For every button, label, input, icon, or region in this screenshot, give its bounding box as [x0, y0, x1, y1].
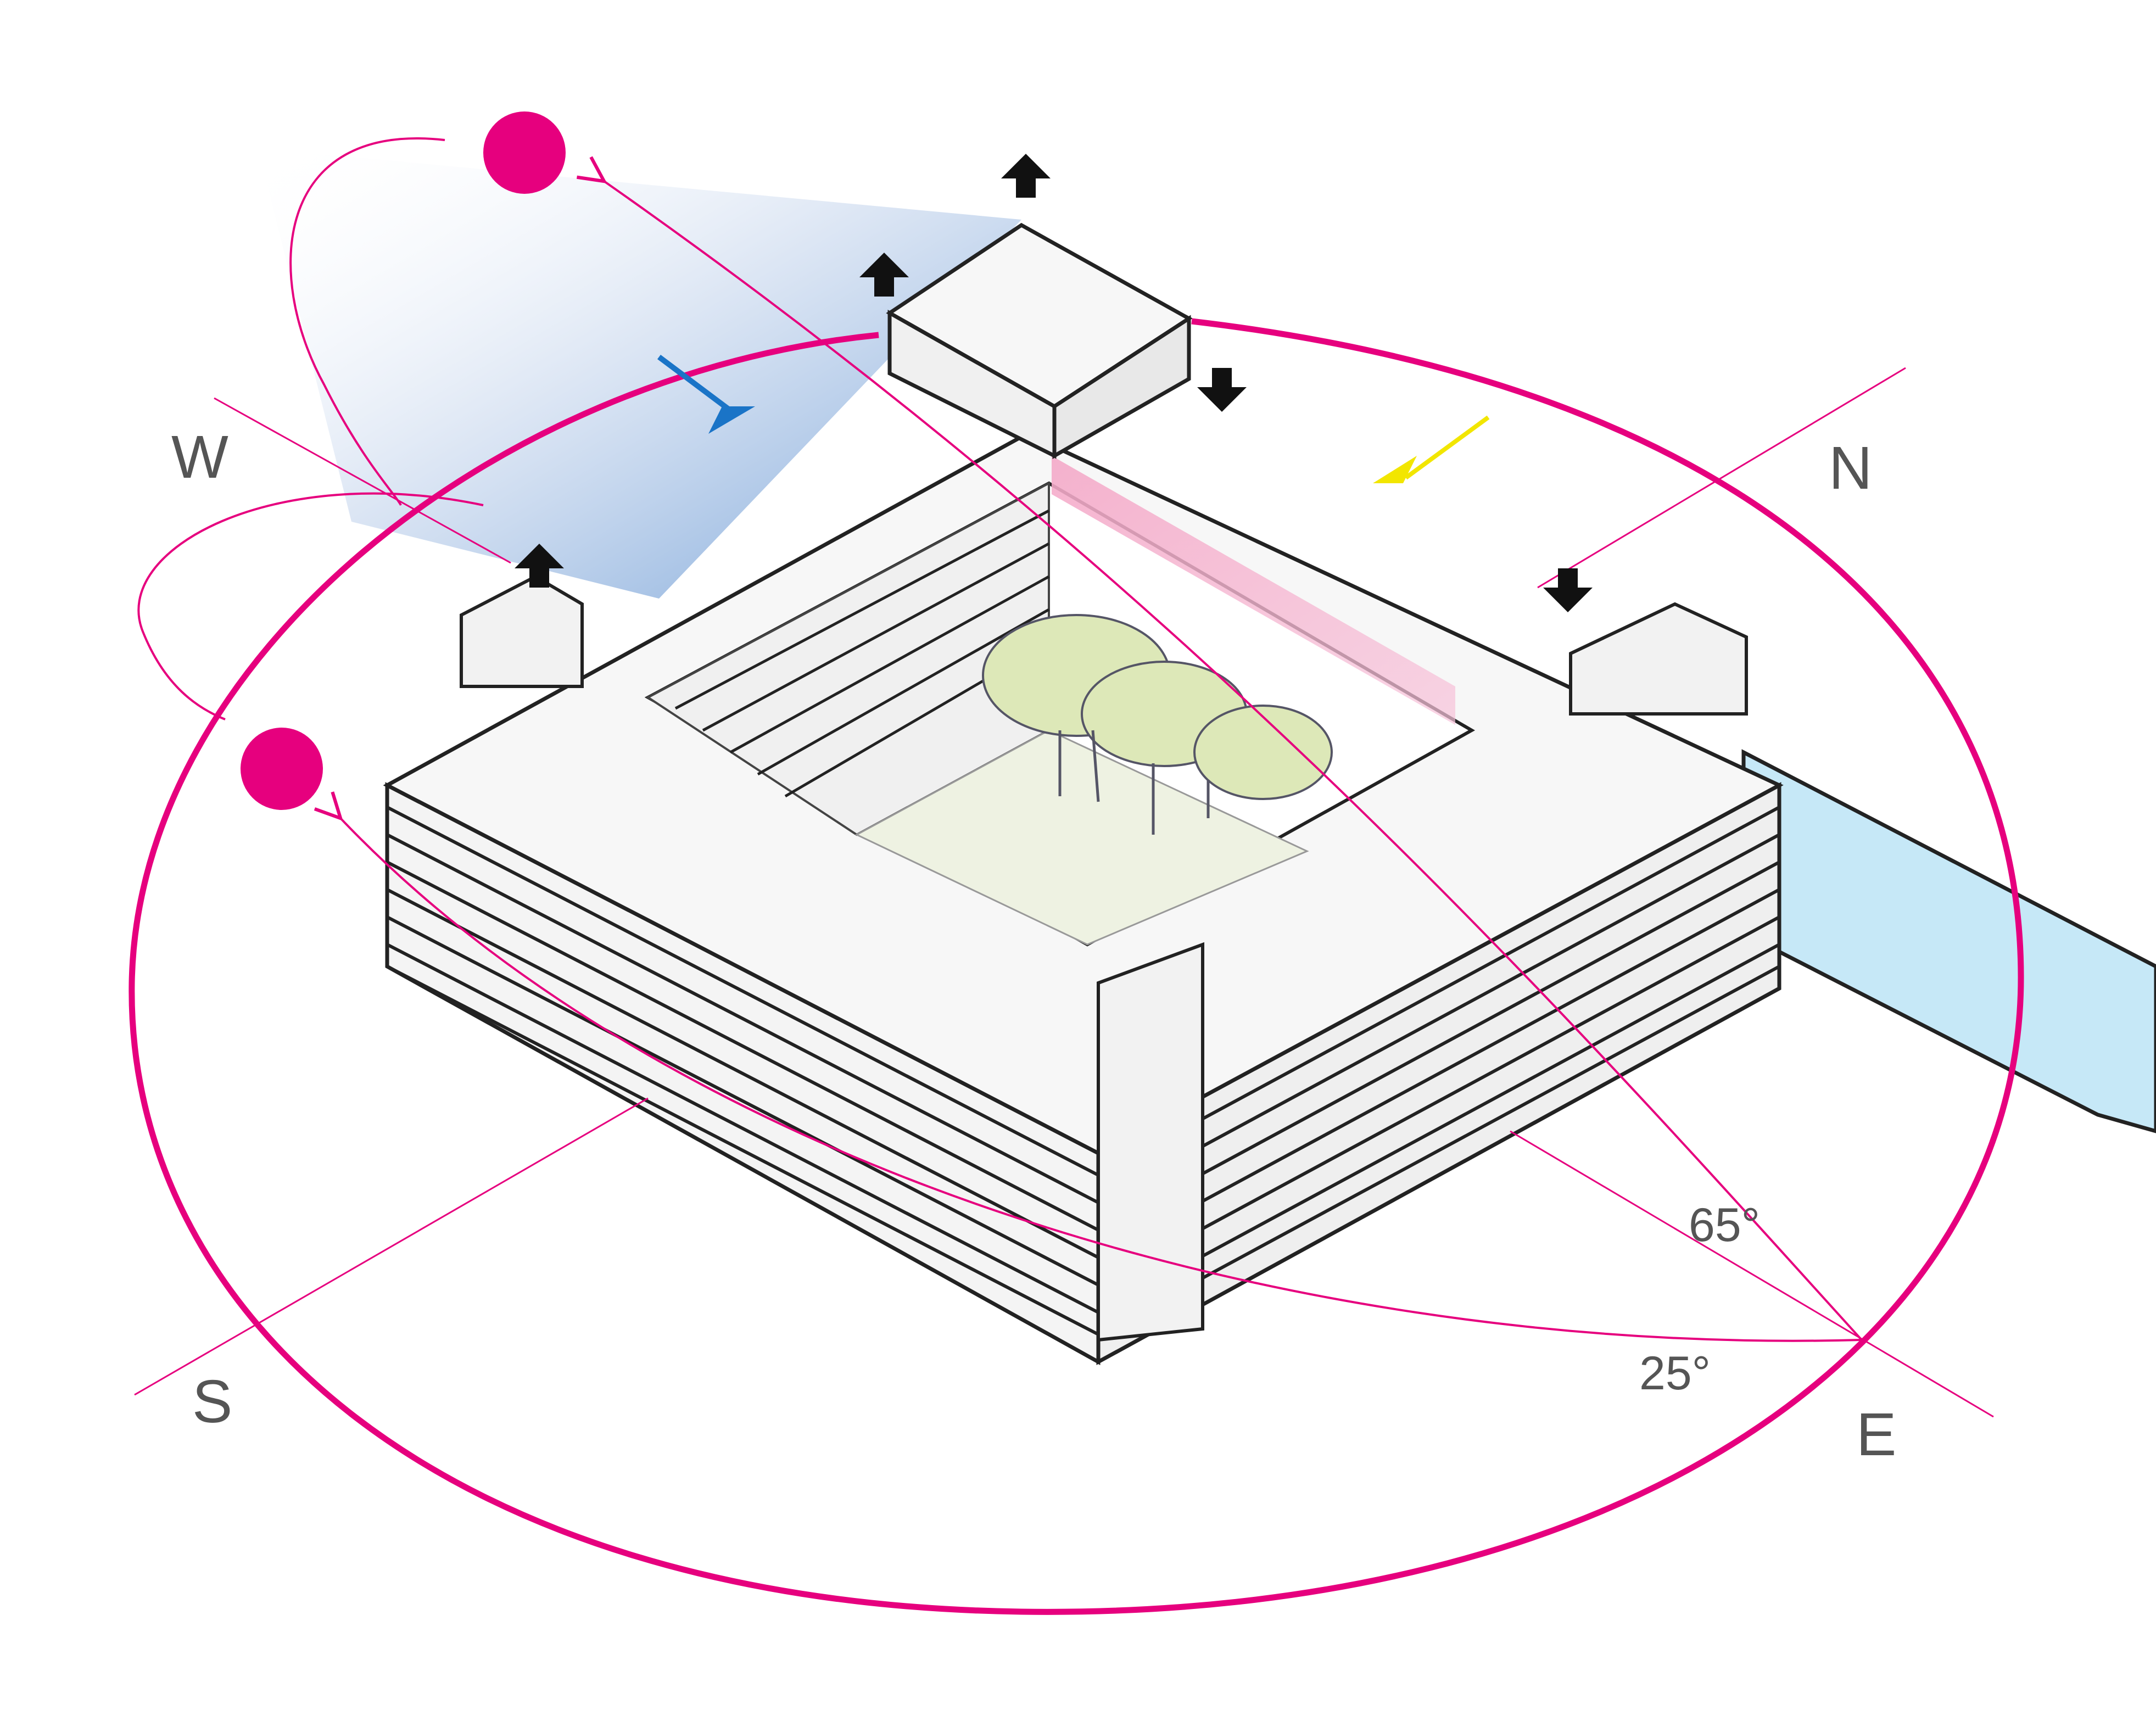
wind-arrow [657, 355, 755, 434]
compass-south-label: S [192, 1368, 232, 1435]
summer-sun-arc [604, 181, 1863, 1341]
arrow-up-icon [515, 544, 564, 588]
arrow-up-icon [1001, 154, 1051, 198]
sun-loop-upper [289, 137, 445, 506]
corner-block-west [460, 574, 584, 688]
winter-altitude-angle: 25° [1639, 1347, 1711, 1400]
rooftop-tower-right [1052, 315, 1191, 460]
corner-block-south [1097, 942, 1204, 1342]
building [383, 222, 1784, 1365]
compass-axes [134, 367, 1994, 1418]
courtyard-trees [982, 614, 1333, 835]
corner-block-north [1569, 602, 1748, 716]
light-arrow [1373, 415, 1490, 483]
summer-altitude-angle: 65° [1689, 1199, 1760, 1251]
sun-paths [129, 137, 2024, 1615]
right-slab-lines [1097, 806, 1780, 1336]
compass-east-label: E [1856, 1401, 1896, 1468]
winter-sun-arc [340, 818, 1862, 1342]
sun-loop-lower [137, 492, 484, 720]
airflow-arrows [515, 154, 1593, 612]
compass-north-label: N [1829, 434, 1872, 502]
heated-wall-highlight [1052, 456, 1455, 725]
left-slab-lines [386, 806, 1099, 1336]
arrow-up-icon [859, 253, 909, 297]
compass-west-label: W [171, 423, 228, 491]
arrow-down-icon [1543, 568, 1593, 612]
courtyard-ground [854, 729, 1309, 946]
sun-icon [483, 111, 566, 194]
water-channel [1741, 749, 2156, 1133]
sun-icon [241, 728, 323, 810]
arrow-down-icon [1197, 368, 1247, 412]
